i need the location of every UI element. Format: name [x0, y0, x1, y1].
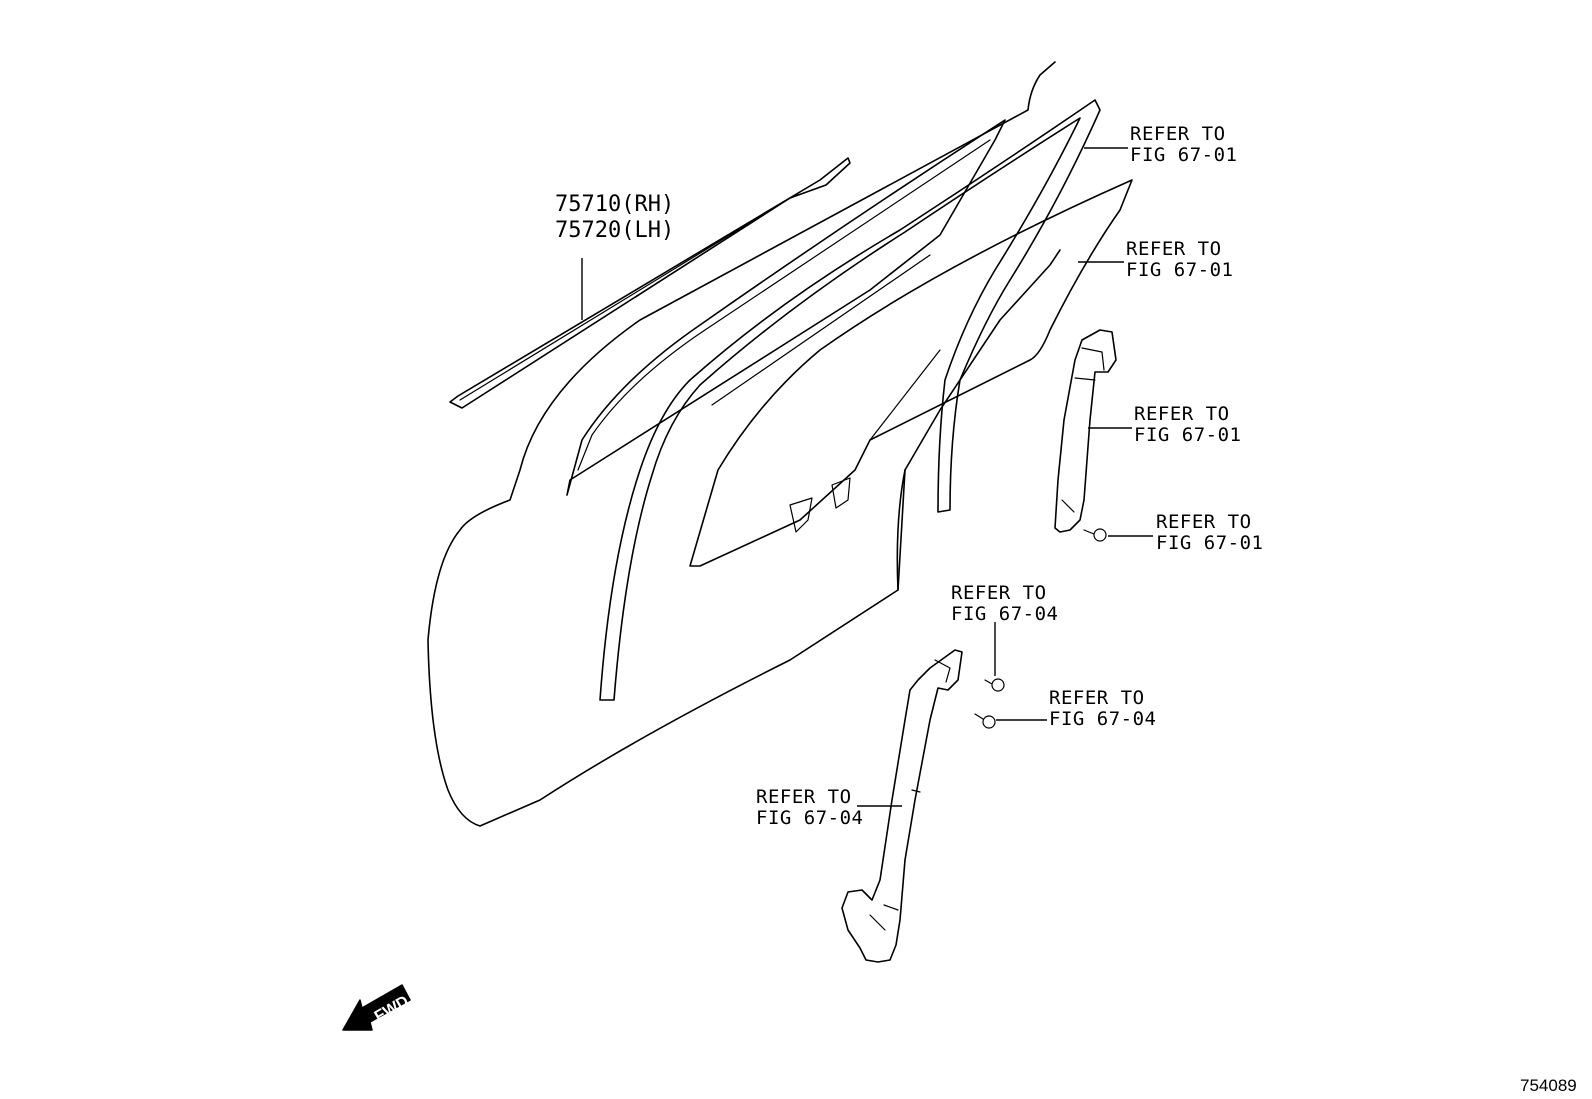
refer-label-2-line1: REFER TO [1126, 238, 1222, 260]
belt-weatherstrip [449, 157, 851, 409]
refer-label-4-line1: REFER TO [1156, 511, 1252, 533]
door-glass [689, 179, 1133, 567]
window-frame [566, 119, 1006, 496]
refer-label-3-line1: REFER TO [1134, 403, 1230, 425]
refer-label-7-line2: FIG 67-04 [756, 807, 863, 829]
refer-label-6-line2: FIG 67-04 [1049, 708, 1156, 730]
window-regulator [841, 649, 963, 963]
regulator-bolt-top [984, 678, 1005, 692]
fwd-arrow: FWD [342, 984, 412, 1031]
refer-label-1-line2: FIG 67-01 [1130, 144, 1237, 166]
glass-bracket-1 [789, 497, 813, 533]
part-number-rh: 75710(RH) [555, 192, 674, 217]
refer-label-3-line2: FIG 67-01 [1134, 424, 1241, 446]
sash-bolt [1083, 528, 1107, 542]
glass-run-channel [599, 99, 1101, 701]
refer-label-1-line1: REFER TO [1130, 123, 1226, 145]
regulator-detail [869, 659, 951, 931]
refer-label-5-line2: FIG 67-04 [951, 603, 1058, 625]
refer-label-7-line1: REFER TO [756, 786, 852, 808]
belt-weatherstrip-inner [459, 191, 801, 401]
figure-id: 754089 [1520, 1076, 1577, 1095]
window-frame-inner [577, 139, 991, 471]
refer-label-6-line1: REFER TO [1049, 687, 1145, 709]
regulator-bolt-side [974, 713, 996, 729]
refer-label-2-line2: FIG 67-01 [1126, 259, 1233, 281]
refer-label-4-line2: FIG 67-01 [1156, 532, 1263, 554]
door-panel-outline [427, 61, 1061, 827]
rear-sash-detail [1061, 347, 1105, 513]
glass-lower-line [711, 254, 941, 441]
refer-label-5-line1: REFER TO [951, 582, 1047, 604]
glass-bracket-2 [831, 477, 851, 509]
rear-sash-channel [1054, 329, 1117, 533]
door-panel-lower-edge [896, 469, 906, 591]
part-number-lh: 75720(LH) [555, 218, 674, 243]
